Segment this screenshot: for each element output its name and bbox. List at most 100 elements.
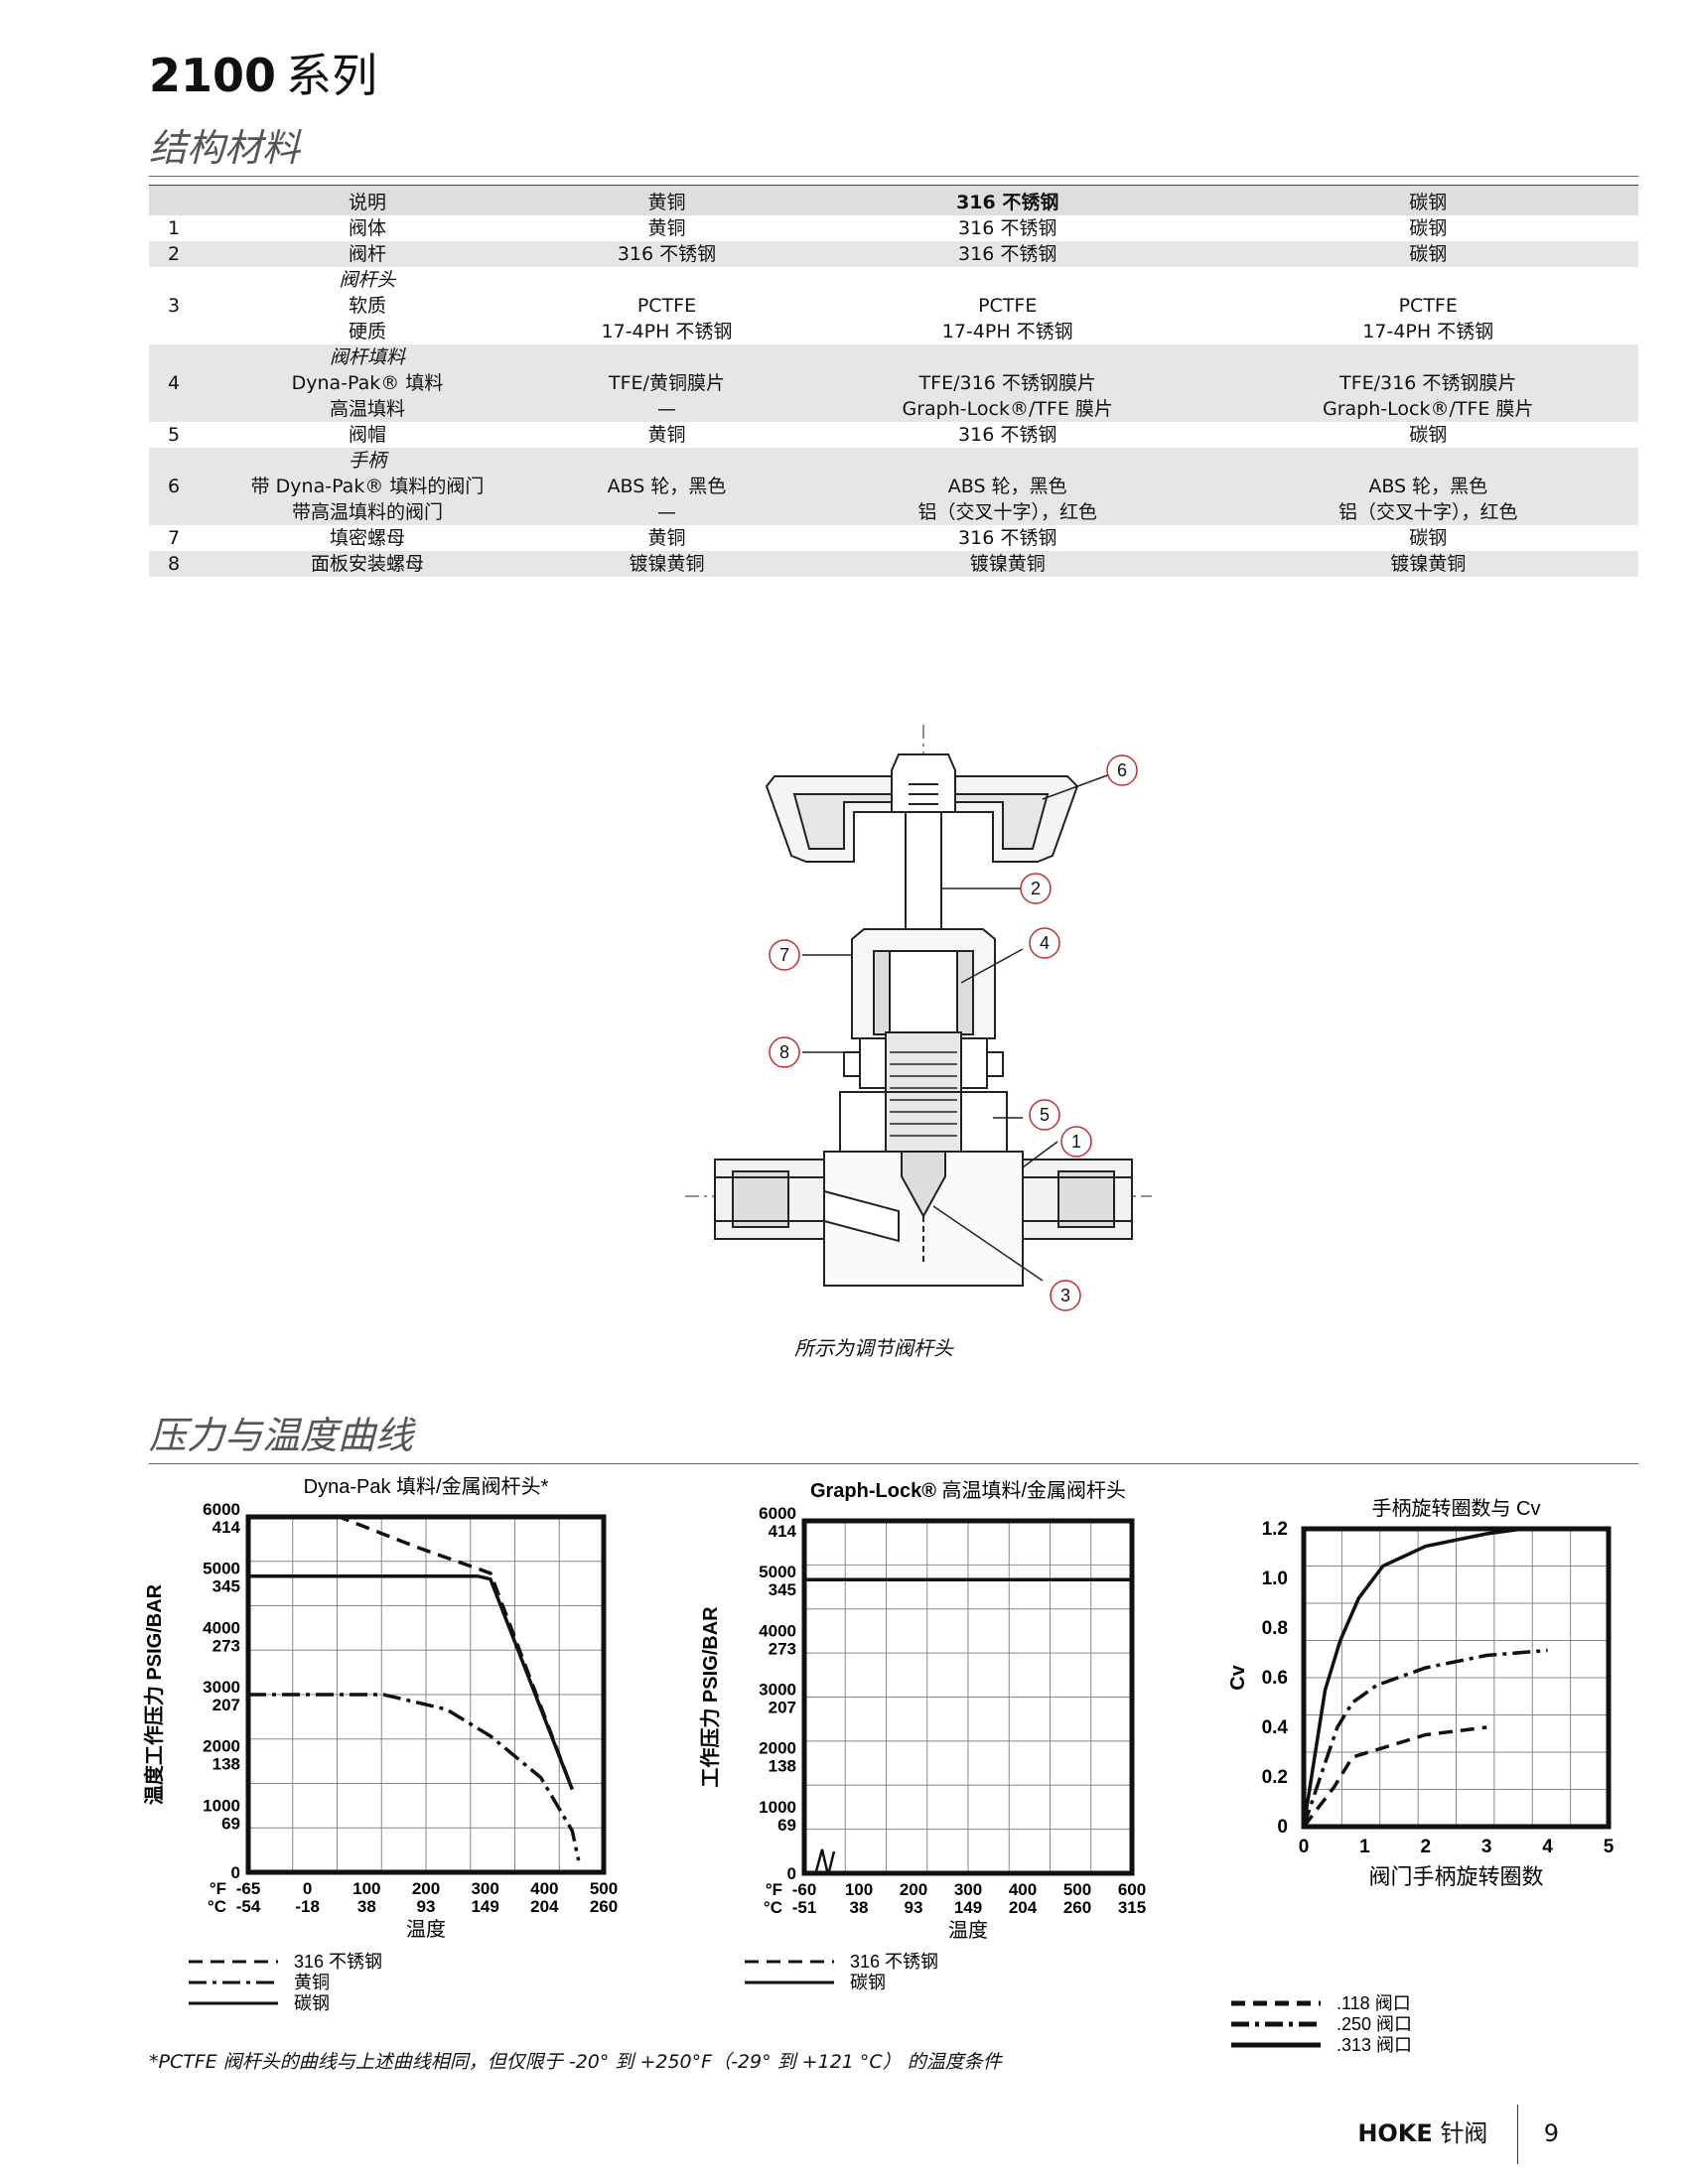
x-tick-f: 500 (1063, 1880, 1091, 1899)
x-tick-c: 93 (905, 1898, 923, 1917)
legend-label: 碳钢 (850, 1973, 886, 1992)
cell-brass: 黄铜 (536, 525, 797, 551)
y-tick-bar: 345 (212, 1577, 240, 1596)
callout-label: 3 (1060, 1286, 1070, 1305)
y-tick: 0.2 (1262, 1767, 1288, 1788)
cell-num: 7 (149, 525, 199, 551)
section-materials: 结构材料 (149, 117, 1638, 177)
cell-line: 7 (167, 527, 181, 549)
callout-label: 5 (1040, 1105, 1050, 1125)
cell-num: 6 (149, 448, 199, 525)
cell-brass: TFE/黄铜膜片— (536, 344, 797, 422)
y-tick-psig: 1000 (203, 1796, 240, 1815)
cell-carbon: 碳钢 (1217, 215, 1638, 241)
callout-circle (1029, 1099, 1060, 1131)
y-tick-bar: 273 (212, 1636, 240, 1655)
chart-title: Dyna-Pak 填料/金属阀杆头* (304, 1475, 549, 1498)
cell-num: 1 (149, 215, 199, 241)
cell-line: 黄铜 (647, 424, 686, 446)
y-axis-label: Cv (1227, 1664, 1249, 1690)
series-line (248, 1515, 574, 1791)
cell-316ss: 316 不锈钢 (797, 525, 1218, 551)
x-tick-c: 149 (954, 1898, 982, 1917)
cell-line: Graph-Lock®/TFE 膜片 (902, 398, 1113, 420)
callout-label: 6 (1117, 760, 1127, 780)
y-tick-psig: 3000 (203, 1678, 240, 1697)
cell-carbon: 碳钢 (1217, 241, 1638, 267)
x-tick-f: 400 (1009, 1880, 1037, 1899)
cell-line: 316 不锈钢 (958, 527, 1057, 549)
x-axis-label: 阀门手柄旋转圈数 (1368, 1864, 1543, 1889)
series-line (248, 1693, 581, 1861)
x-tick: 4 (1542, 1837, 1553, 1857)
y-tick-psig: 4000 (203, 1618, 240, 1637)
spacer (536, 344, 797, 370)
callout-label: 8 (779, 1042, 789, 1062)
axis-break-mark (814, 1848, 836, 1876)
cell-brass: 黄铜 (536, 215, 797, 241)
cell-line: 2 (167, 243, 181, 265)
cell-line: 镀镍黄铜 (629, 553, 705, 575)
chart-title: 手柄旋转圈数与 Cv (1372, 1497, 1541, 1520)
y-tick-psig: 1000 (759, 1798, 796, 1817)
header-desc: 说明 (199, 185, 536, 215)
callout-circle (1020, 873, 1052, 904)
cell-line: 阀体 (348, 217, 386, 239)
cell-line: 5 (167, 424, 181, 446)
cell-line: 阀杆 (348, 243, 386, 265)
y-tick: 0.8 (1262, 1618, 1288, 1639)
cell-line: 3 (167, 295, 181, 317)
y-tick-psig: 3000 (759, 1681, 796, 1700)
cell-carbon: 镀镍黄铜 (1217, 551, 1638, 577)
y-tick-psig: 6000 (203, 1500, 240, 1519)
x-tick-c: 93 (417, 1897, 436, 1916)
spacer (797, 448, 1218, 474)
x-tick-c: 38 (850, 1898, 869, 1917)
cell-line: 碳钢 (1409, 243, 1448, 265)
x-unit-f: °F (210, 1879, 226, 1898)
x-tick-c: 204 (530, 1897, 559, 1916)
cell-line: 6 (167, 476, 181, 497)
x-tick-c: 149 (471, 1897, 498, 1916)
legend-label: 黄铜 (294, 1973, 330, 1992)
spacer (1217, 267, 1638, 293)
cell-line: 面板安装螺母 (310, 553, 424, 575)
cell-line: 17-4PH 不锈钢 (1362, 321, 1494, 342)
cell-316ss: 316 不锈钢 (796, 241, 1218, 267)
y-tick-psig: 4000 (759, 1621, 796, 1640)
x-tick-f: 200 (412, 1879, 440, 1898)
x-tick: 1 (1359, 1837, 1370, 1857)
x-axis-label: 温度 (948, 1919, 988, 1942)
cell-num: 3 (149, 267, 199, 344)
callout-circle (1106, 754, 1138, 786)
y-tick-psig: 0 (787, 1864, 796, 1883)
chart-frame (1301, 1526, 1612, 1830)
y-axis-label: 温度工作压力 PSIG/BAR (142, 1583, 166, 1805)
cell-line: 碳钢 (1409, 424, 1448, 446)
callout-circle (1029, 927, 1060, 959)
cell-line: ABS 轮，黑色 (607, 476, 727, 497)
cell-line: TFE/黄铜膜片 (609, 372, 725, 394)
cell-line: 硬质 (348, 321, 386, 342)
x-tick-f: 600 (1118, 1880, 1146, 1899)
cell-num: 8 (149, 551, 199, 577)
chart-title-bold: Graph-Lock® (810, 1480, 942, 1502)
x-tick-f: -65 (236, 1879, 261, 1898)
header-brass: 黄铜 (536, 185, 797, 215)
x-axis-label: 温度 (406, 1918, 446, 1941)
cell-line: 带 Dyna-Pak® 填料的阀门 (250, 476, 485, 497)
cell-line: ABS 轮，黑色 (947, 476, 1067, 497)
y-tick-bar: 69 (221, 1814, 240, 1833)
cell-line: 高温填料 (329, 398, 405, 420)
page-number: 9 (1543, 2119, 1559, 2147)
header-num (149, 185, 199, 215)
y-tick-bar: 414 (212, 1518, 241, 1537)
cell-carbon: ABS 轮，黑色铝（交叉十字），红色 (1217, 448, 1638, 525)
y-tick-psig: 5000 (203, 1560, 240, 1578)
series-label: 系列 (286, 49, 378, 102)
